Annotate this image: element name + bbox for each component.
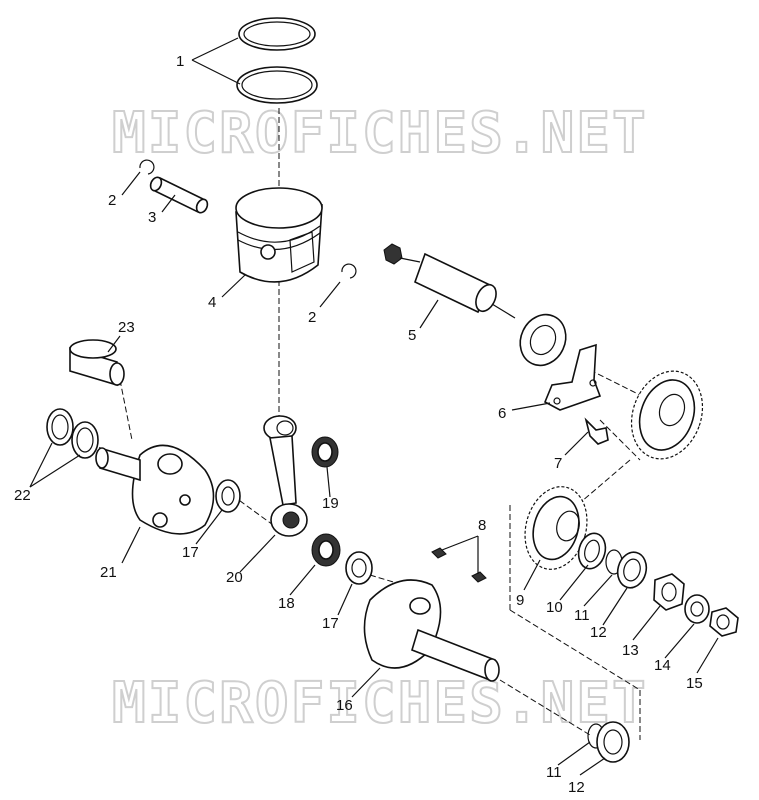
crank-half-right — [363, 579, 500, 682]
callout-18: 18 — [278, 595, 295, 612]
woodruff-keys — [431, 547, 487, 583]
callout-3: 3 — [148, 209, 156, 226]
piston — [235, 187, 323, 283]
starter-shaft — [383, 243, 516, 319]
watermark-bottom: MICROFICHES.NET — [112, 671, 648, 736]
callout-22: 22 — [14, 487, 31, 504]
nut-15 — [709, 607, 739, 637]
callout-20: 20 — [226, 569, 243, 586]
nut-13 — [653, 573, 685, 611]
callout-14: 14 — [654, 657, 671, 674]
big-end-bearing — [311, 533, 341, 567]
washer-14 — [684, 594, 710, 624]
washer-10 — [577, 532, 607, 570]
circlip-left — [139, 159, 155, 175]
callout-2-left: 2 — [108, 192, 116, 209]
callout-23: 23 — [118, 319, 135, 336]
callout-12: 12 — [590, 624, 607, 641]
piston-pin — [149, 176, 209, 214]
small-end-bearing — [311, 436, 339, 468]
callout-15: 15 — [686, 675, 703, 692]
drive-gear — [524, 486, 588, 570]
large-gear — [630, 370, 704, 460]
callout-12-bottom: 12 — [568, 779, 585, 796]
callout-11: 11 — [574, 607, 590, 624]
callout-8: 8 — [478, 517, 486, 534]
callout-9: 9 — [516, 592, 524, 609]
callout-4: 4 — [208, 294, 216, 311]
thrust-washer-right — [345, 551, 373, 585]
callout-labels: 1 2 3 4 2 5 6 7 23 22 21 17 20 19 18 17 … — [14, 53, 703, 796]
callout-17-right: 17 — [322, 615, 339, 632]
callout-21: 21 — [100, 564, 117, 581]
callout-6: 6 — [498, 405, 506, 422]
crank-pin — [69, 339, 125, 387]
callout-19: 19 — [322, 495, 339, 512]
callout-1: 1 — [176, 53, 184, 70]
bearing-bottom — [596, 721, 630, 763]
watermark-top: MICROFICHES.NET — [112, 101, 648, 166]
oil-seals — [46, 408, 99, 459]
callout-13: 13 — [622, 642, 639, 659]
piston-rings — [236, 17, 318, 104]
callout-16: 16 — [336, 697, 353, 714]
bearing-12 — [616, 551, 648, 589]
thrust-washer-left — [215, 479, 241, 513]
callout-5: 5 — [408, 327, 416, 344]
crank-half-left — [95, 444, 215, 535]
bolt — [584, 417, 609, 445]
bracket — [543, 343, 602, 411]
ball-bearing — [519, 313, 567, 367]
callout-11-bottom: 11 — [546, 764, 562, 781]
callout-10: 10 — [546, 599, 563, 616]
circlip-right — [341, 263, 357, 279]
connecting-rod — [263, 415, 308, 537]
leader-lines — [29, 37, 719, 776]
callout-17-left: 17 — [182, 544, 199, 561]
callout-2-right: 2 — [308, 309, 316, 326]
callout-7: 7 — [554, 455, 562, 472]
